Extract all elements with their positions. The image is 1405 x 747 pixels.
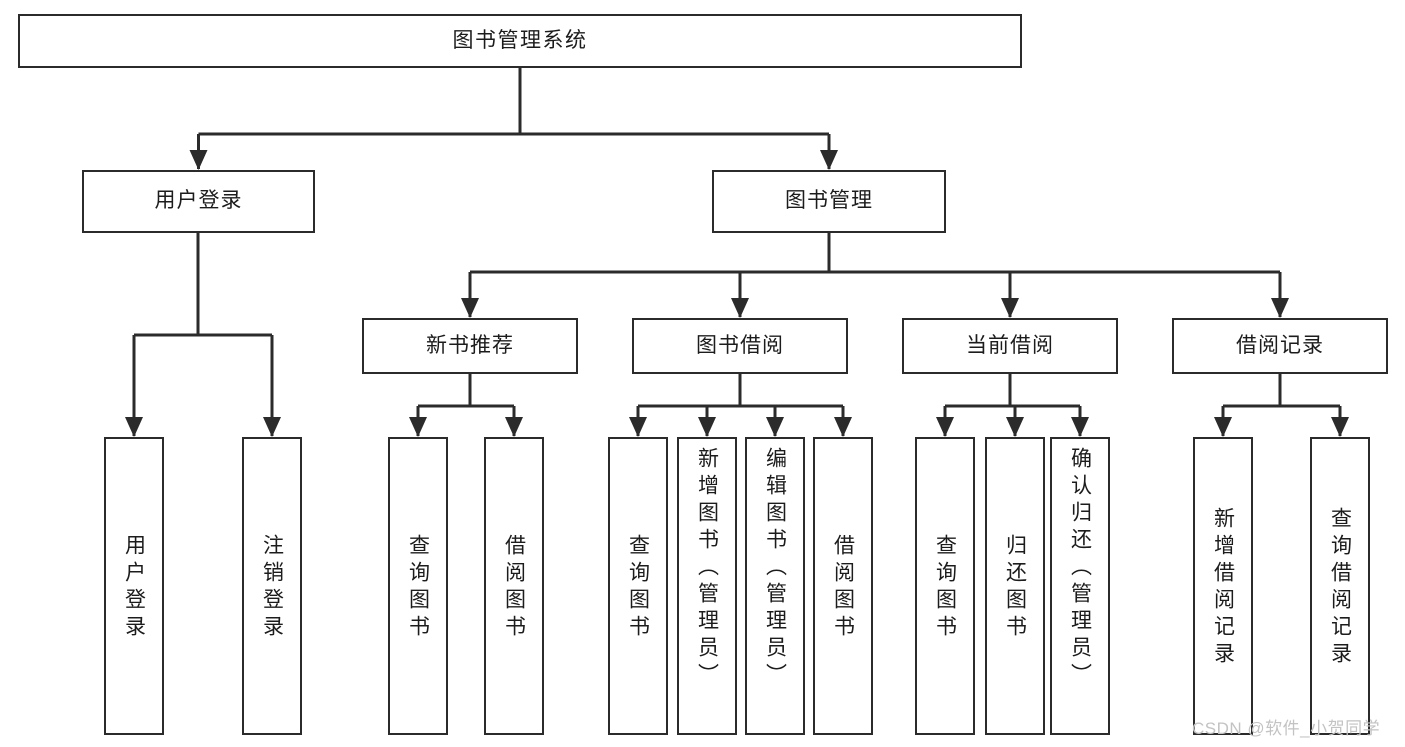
node-label: 新书推荐	[426, 333, 514, 357]
node-leaf-confirm-return[interactable]: 确认归还（管理员）	[1050, 437, 1110, 735]
node-leaf-query-record[interactable]: 查询借阅记录	[1310, 437, 1370, 735]
node-label: 查询借阅记录	[1328, 507, 1352, 669]
node-leaf-edit-book[interactable]: 编辑图书（管理员）	[745, 437, 805, 735]
node-label: 用户登录	[122, 534, 146, 642]
node-user-login[interactable]: 用户登录	[82, 170, 315, 233]
arrowhead	[1271, 298, 1289, 318]
node-new-book-rec[interactable]: 新书推荐	[362, 318, 578, 374]
arrowhead	[766, 417, 784, 437]
node-leaf-borrow-book-rec[interactable]: 借阅图书	[484, 437, 544, 735]
node-label: 查询图书	[406, 534, 430, 642]
node-leaf-return-book[interactable]: 归还图书	[985, 437, 1045, 735]
node-book-borrow[interactable]: 图书借阅	[632, 318, 848, 374]
arrowhead	[834, 417, 852, 437]
arrowhead	[461, 298, 479, 318]
arrowhead	[820, 150, 838, 170]
node-borrow-record[interactable]: 借阅记录	[1172, 318, 1388, 374]
arrowhead	[505, 417, 523, 437]
node-leaf-user-login[interactable]: 用户登录	[104, 437, 164, 735]
csdn-watermark: CSDN @软件_小贺同学	[1192, 719, 1381, 738]
arrowhead	[125, 417, 143, 437]
node-book-manage[interactable]: 图书管理	[712, 170, 946, 233]
node-leaf-borrow-book[interactable]: 借阅图书	[813, 437, 873, 735]
node-label: 归还图书	[1003, 534, 1027, 642]
node-label: 注销登录	[260, 534, 284, 642]
node-label: 新增借阅记录	[1211, 507, 1235, 669]
node-label: 借阅图书	[831, 534, 855, 642]
node-label: 借阅记录	[1236, 333, 1324, 357]
node-leaf-query-book-borrow[interactable]: 查询图书	[608, 437, 668, 735]
arrowhead	[1214, 417, 1232, 437]
node-label: 图书管理	[785, 189, 873, 213]
arrowhead	[189, 150, 208, 170]
node-label: 查询图书	[933, 534, 957, 642]
node-leaf-add-record[interactable]: 新增借阅记录	[1193, 437, 1253, 735]
arrowhead	[1006, 417, 1024, 437]
node-label: 当前借阅	[966, 333, 1054, 357]
node-root[interactable]: 图书管理系统	[18, 14, 1022, 68]
node-label: 借阅图书	[502, 534, 526, 642]
node-label: 图书管理系统	[452, 28, 588, 52]
arrowhead	[936, 417, 954, 437]
arrowhead	[731, 298, 749, 318]
node-label: 新增图书（管理员）	[695, 447, 719, 690]
node-label: 查询图书	[626, 534, 650, 642]
arrowhead	[698, 417, 716, 437]
arrowhead	[1071, 417, 1089, 437]
node-label: 编辑图书（管理员）	[763, 447, 787, 690]
node-leaf-add-book[interactable]: 新增图书（管理员）	[677, 437, 737, 735]
node-label: 确认归还（管理员）	[1068, 447, 1092, 690]
arrowhead	[1331, 417, 1349, 437]
arrowhead	[263, 417, 281, 437]
arrowhead	[409, 417, 427, 437]
arrowhead	[1001, 298, 1019, 318]
arrowhead	[629, 417, 647, 437]
node-label: 用户登录	[154, 189, 243, 213]
node-current-borrow[interactable]: 当前借阅	[902, 318, 1118, 374]
node-leaf-query-book-rec[interactable]: 查询图书	[388, 437, 448, 735]
node-leaf-query-book-cur[interactable]: 查询图书	[915, 437, 975, 735]
node-label: 图书借阅	[696, 333, 784, 357]
node-leaf-logout[interactable]: 注销登录	[242, 437, 302, 735]
